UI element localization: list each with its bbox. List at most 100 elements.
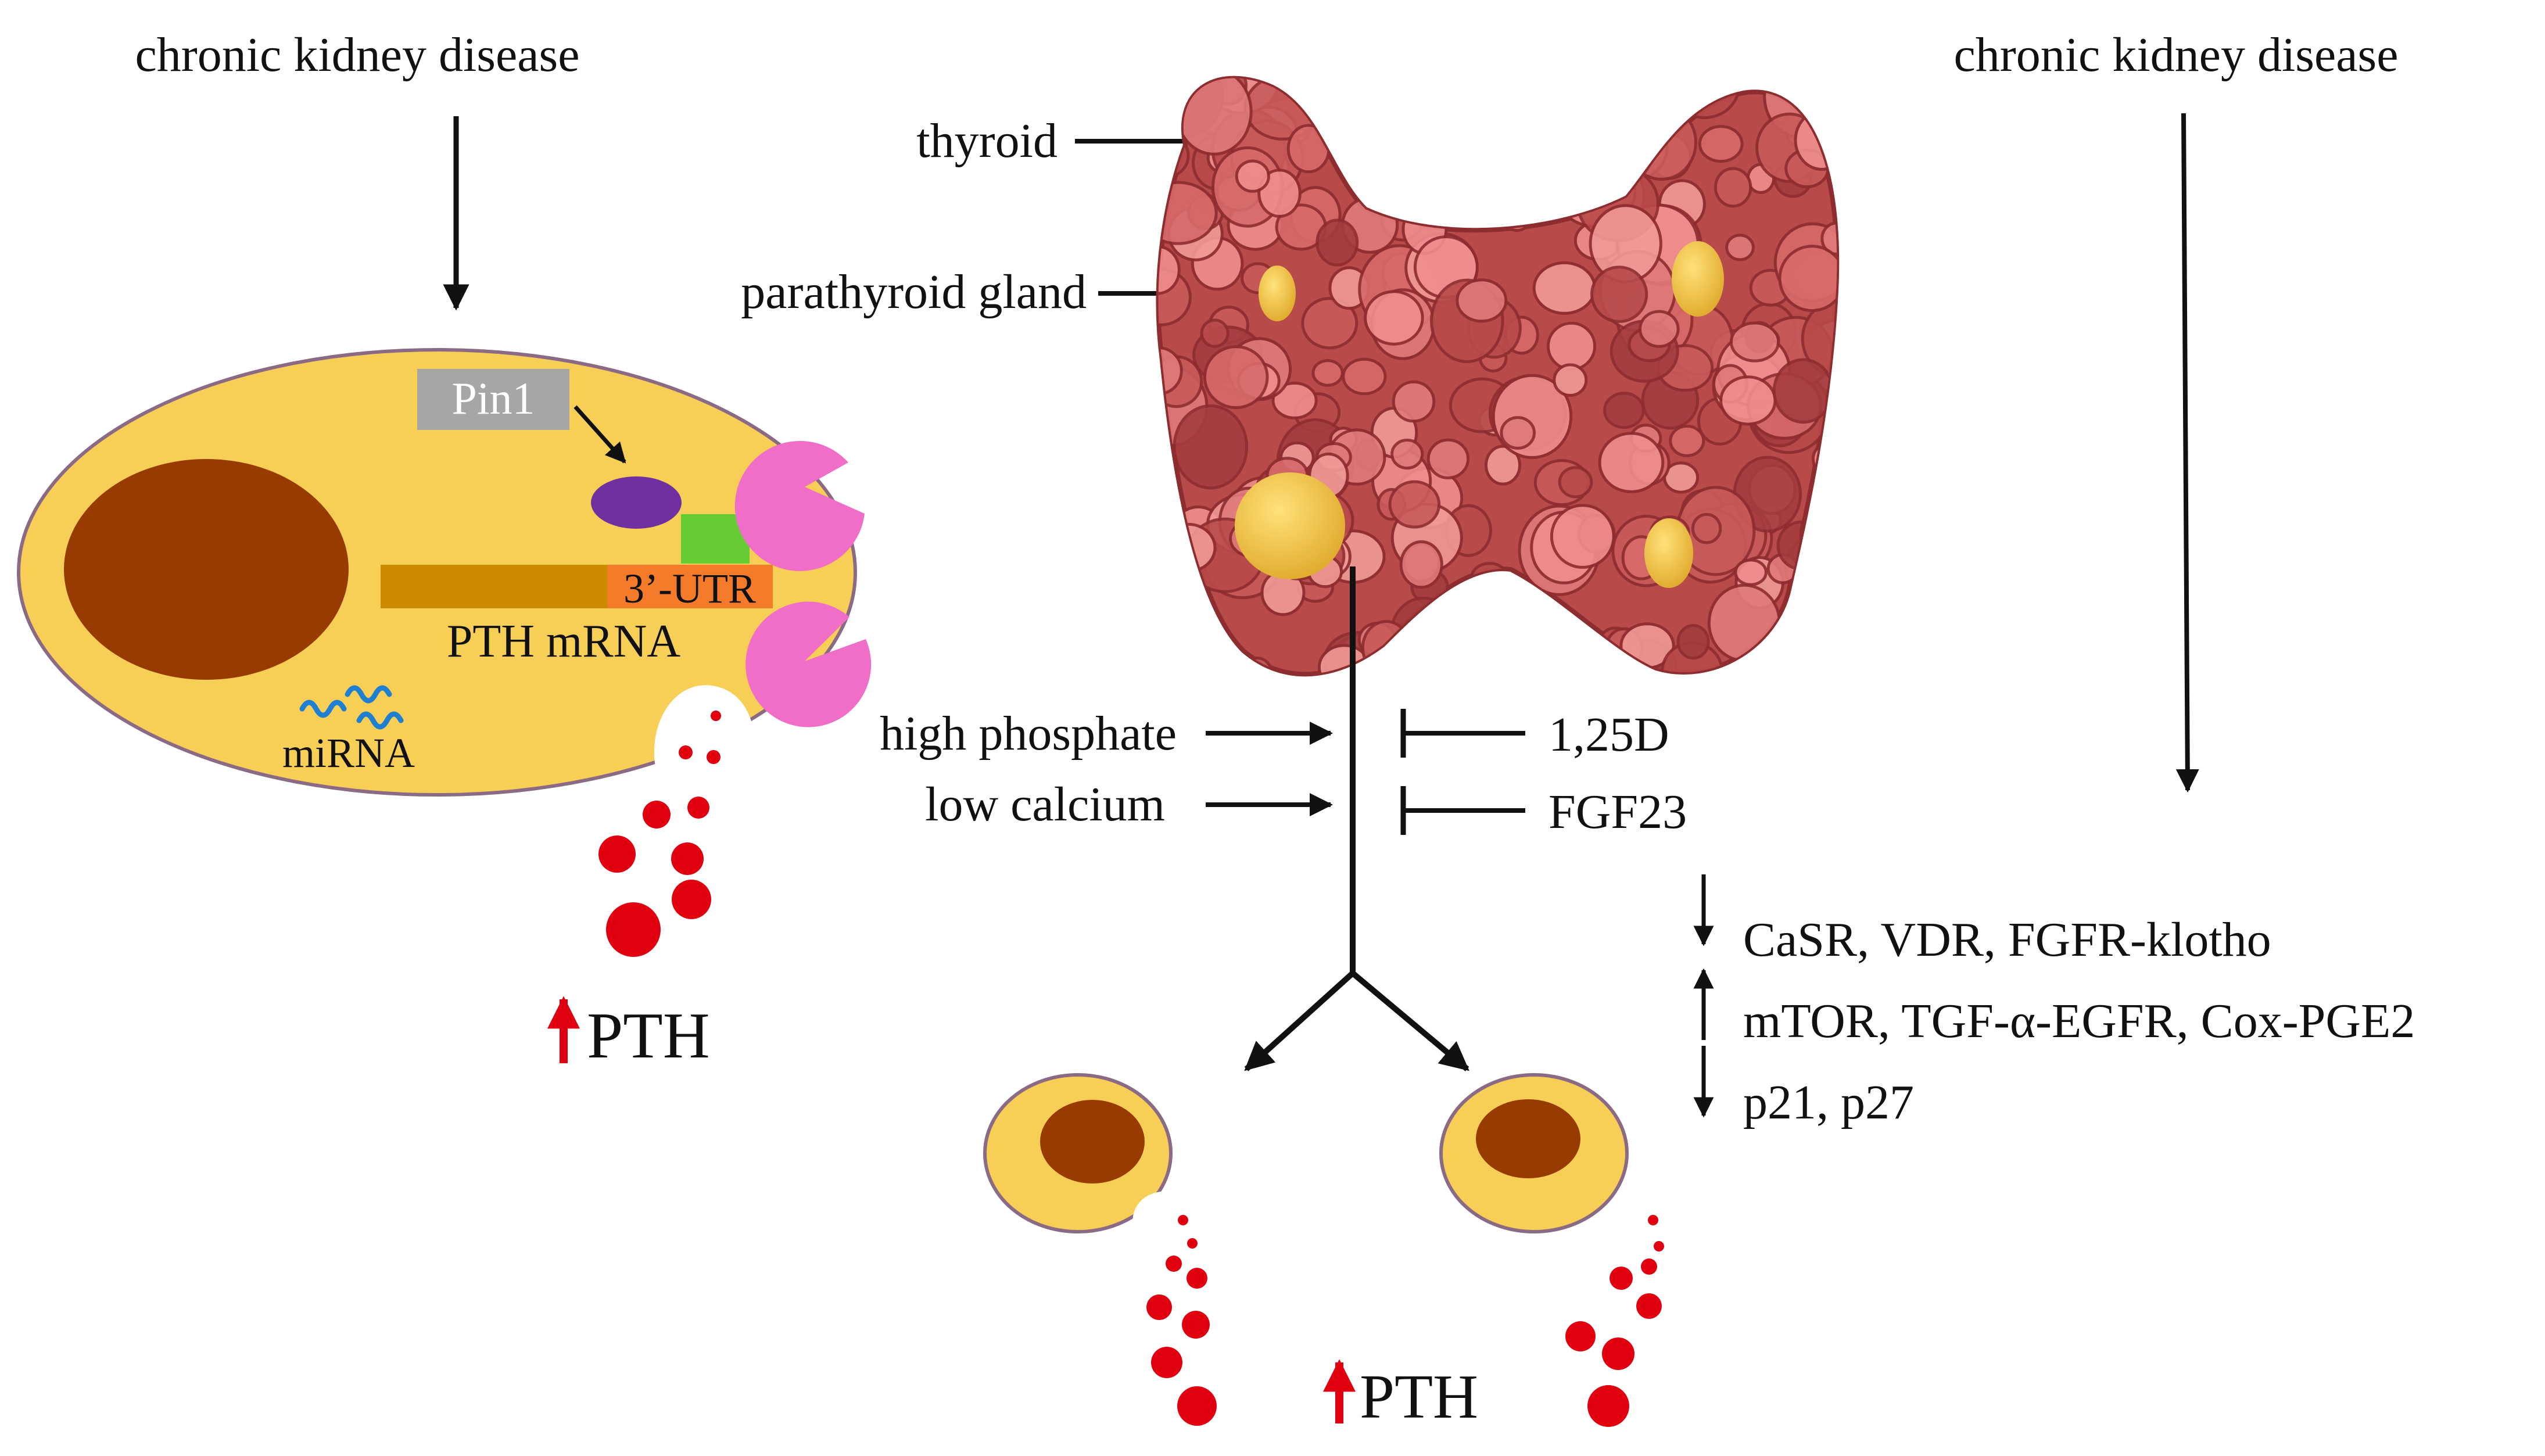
thyroid-lobule: [1399, 540, 1443, 589]
thyroid-lobule: [1798, 78, 1837, 106]
thyroid-lobule: [1494, 669, 1524, 675]
thyroid-lobule: [1366, 134, 1450, 216]
thyroid-lobule: [1271, 381, 1318, 419]
thyroid-lobule: [1203, 345, 1269, 410]
pth-mrna-label: PTH mRNA: [447, 616, 680, 667]
thyroid-lobule: [1540, 78, 1603, 120]
thyroid-lobule: [1325, 78, 1379, 104]
pathways-up-label: mTOR, TGF-α-EGFR, Cox-PGE2: [1743, 994, 2415, 1048]
thyroid-lobule: [1639, 310, 1680, 348]
pin1-label: Pin1: [451, 373, 535, 424]
pth-granule: [679, 745, 693, 759]
thyroid-lobule: [1503, 84, 1557, 132]
thyroid-lobule: [1598, 432, 1665, 493]
thyroid-lobule: [1444, 645, 1483, 675]
thyroid-lobule: [1415, 115, 1476, 178]
thyroid-lobule: [1557, 128, 1600, 170]
mirna-squiggles: [299, 685, 404, 730]
thyroid-lobule: [1467, 85, 1546, 163]
thyroid-lobule: [1469, 562, 1510, 595]
pin1-box: [417, 369, 569, 430]
parathyroid-gland-label: parathyroid gland: [741, 265, 1087, 319]
thyroid-lobule: [1476, 86, 1520, 130]
thyroid-lobule: [1725, 234, 1755, 261]
pth-label-left: PTH: [587, 1000, 710, 1072]
thyroid-lobule: [1734, 558, 1768, 586]
thyroid-lobule: [1457, 591, 1492, 626]
bottom-cell-left: [983, 1073, 1201, 1264]
thyroid-lobule: [1311, 359, 1344, 387]
thyroid-lobule: [1676, 624, 1710, 660]
thyroid-lobule: [1831, 78, 1837, 98]
thyroid-lobule: [1512, 601, 1555, 643]
thyroid-lobule: [1625, 104, 1697, 181]
secretion-bud-left: [654, 685, 755, 817]
thyroid-lobule: [1546, 321, 1597, 371]
thyroid-lobule: [1500, 416, 1536, 450]
utr-box: [607, 565, 773, 608]
thyroid-lobule: [1597, 107, 1626, 136]
vitd-label: 1,25D: [1548, 708, 1669, 762]
parathyroid-gland-upper-right: [1672, 241, 1724, 317]
thyroid-lobule: [1698, 125, 1744, 163]
thyroid-lobule: [1341, 136, 1377, 167]
thyroid-lobule: [1301, 297, 1358, 350]
thyroid-lobule: [1558, 466, 1593, 499]
thyroid-lobule: [1590, 266, 1648, 323]
thyroid-lobule: [1554, 123, 1586, 158]
p21-p27-label: p21, p27: [1743, 1075, 1914, 1129]
low-calcium-label: low calcium: [925, 777, 1165, 831]
pth-granule: [711, 711, 721, 721]
pth-granule: [707, 750, 721, 764]
thyroid-lobule: [1772, 358, 1834, 424]
thyroid-lobule: [1173, 404, 1249, 490]
thyroid-lobule: [1496, 655, 1540, 675]
thyroid-lobule: [1729, 321, 1780, 363]
thyroid-lobule: [1390, 105, 1448, 157]
thyroid-lobule: [1594, 78, 1624, 94]
thyroid-lobule: [1375, 173, 1422, 220]
purple-protein: [591, 476, 682, 529]
thyroid-gland: [1156, 76, 1840, 677]
thyroid-lobule: [1388, 480, 1441, 529]
thyroid-lobule: [1487, 78, 1537, 120]
ckd-label-right: chronic kidney disease: [1953, 28, 2398, 82]
thyroid-lobule: [1342, 357, 1387, 396]
thyroid-lobule: [1468, 78, 1529, 125]
thyroid-lobule: [1485, 444, 1521, 486]
thyroid-lobule: [1714, 167, 1752, 208]
bottom-cell-right: [1439, 1073, 1669, 1264]
thyroid-lobule: [1419, 81, 1503, 163]
branch-left-arrow: [1244, 971, 1355, 1071]
thyroid-lobule: [1361, 620, 1411, 675]
thyroid-lobule: [1426, 438, 1470, 479]
thyroid-lobule: [1683, 669, 1718, 675]
mrna-bar: [381, 565, 610, 608]
thyroid-lobule: [1532, 261, 1597, 315]
thyroid-lobule: [1257, 168, 1302, 218]
thyroid-lobule: [1624, 78, 1666, 102]
released-pth-left: [598, 797, 711, 957]
pth-label-bottom: PTH: [1360, 1362, 1478, 1432]
pink-protein-top: [734, 440, 865, 571]
thyroid-lobule: [1550, 504, 1615, 569]
thyroid-lobule: [1200, 318, 1230, 348]
thyroid-lobule: [1235, 159, 1270, 193]
thyroid-lobule: [1787, 605, 1837, 675]
thyroid-lobule: [1553, 363, 1588, 397]
thyroid-lobule: [1669, 425, 1705, 457]
branch-right-arrow: [1350, 971, 1469, 1071]
thyroid-lobule: [1799, 493, 1837, 577]
utr-label: 3’-UTR: [623, 565, 756, 612]
thyroid-lobule: [1816, 78, 1837, 96]
pin1-arrow: [573, 405, 626, 464]
fgf23-label: FGF23: [1548, 785, 1687, 839]
thyroid-lobule: [1516, 78, 1563, 112]
parathyroid-gland-upper-left: [1259, 266, 1296, 321]
thyroid-lobule: [1158, 245, 1181, 295]
thyroid-lobule: [1468, 601, 1535, 666]
mirna-label: miRNA: [282, 730, 415, 776]
thyroid-lobule: [1691, 512, 1722, 544]
thyroid-lobule: [1794, 109, 1837, 171]
